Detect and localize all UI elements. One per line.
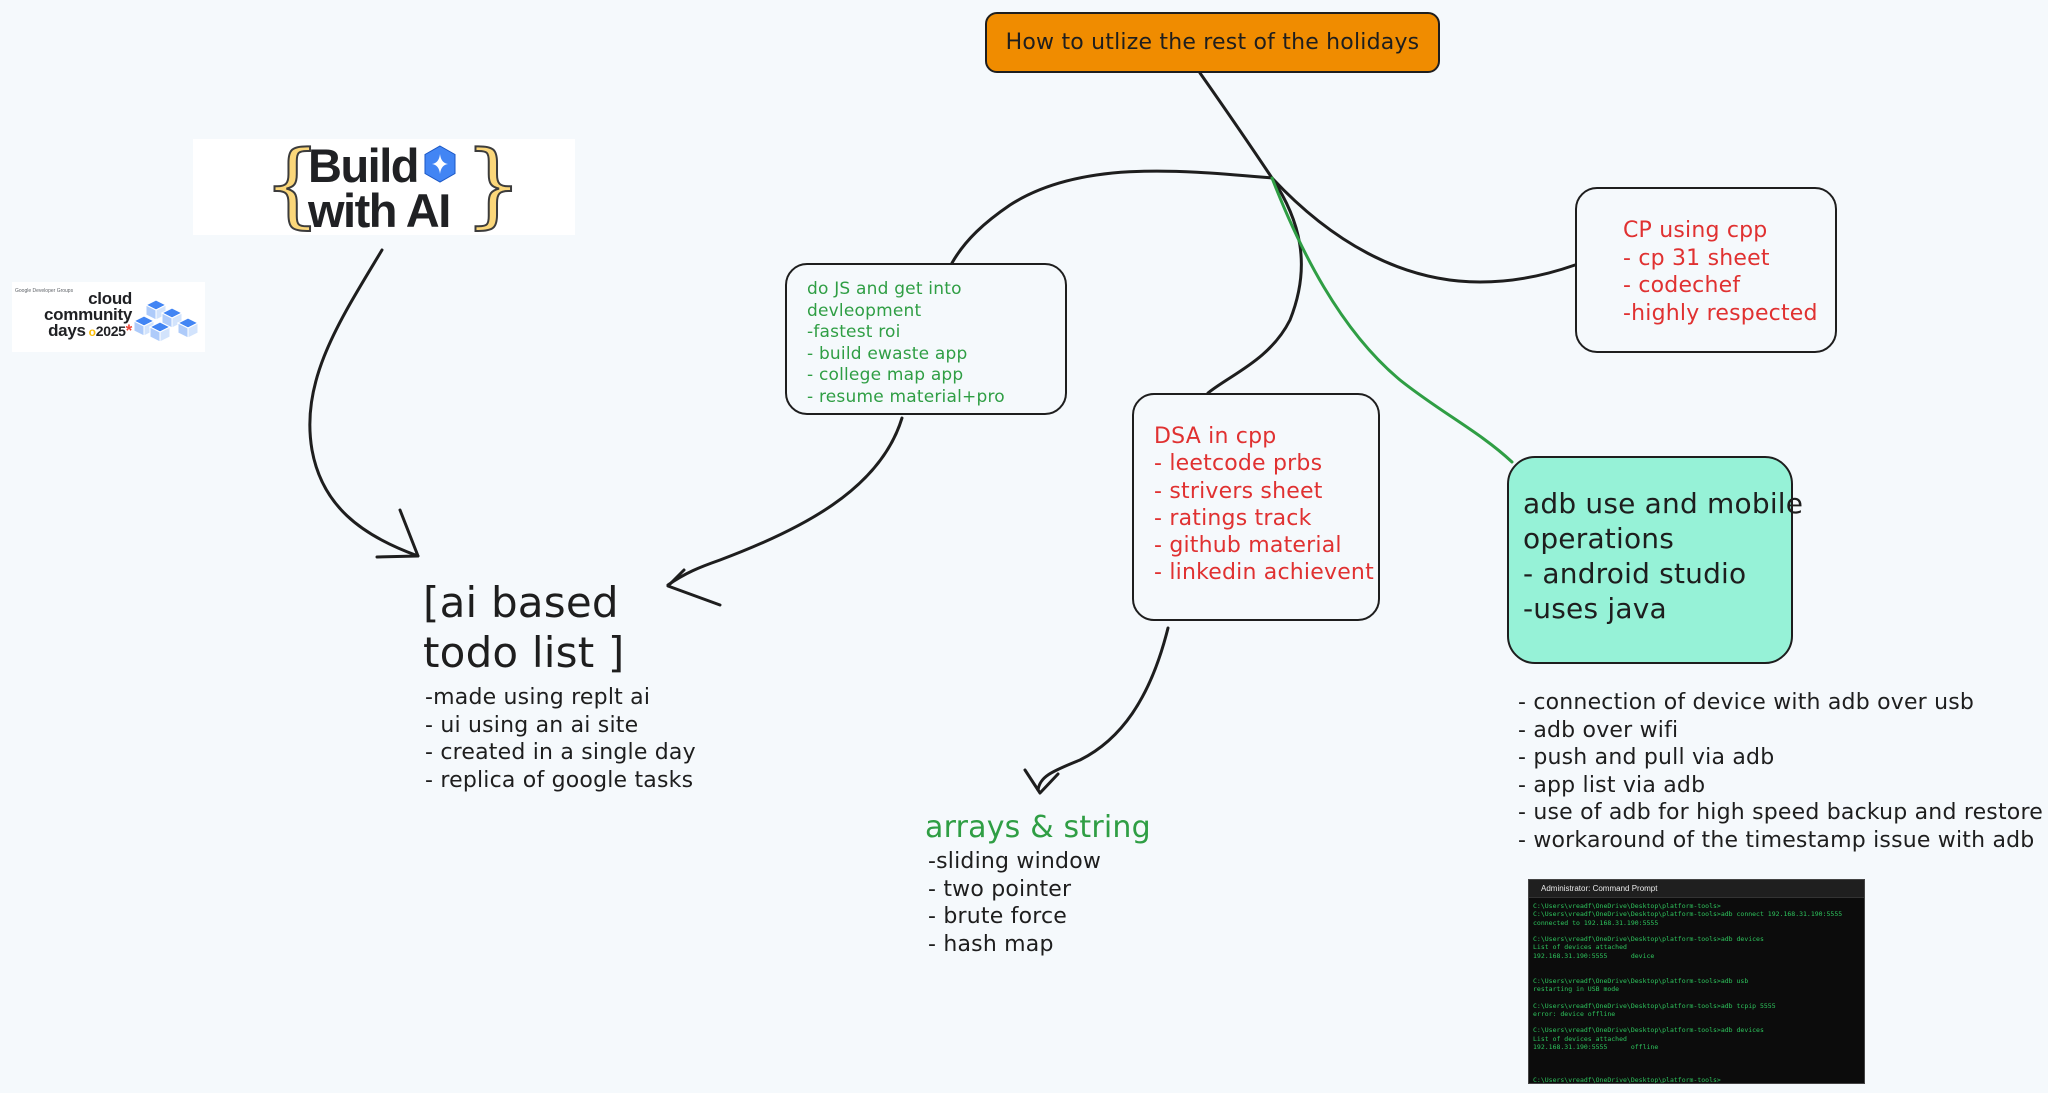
dsa-line: - strivers sheet [1154,478,1323,504]
adb-line: operations [1523,522,1675,555]
adb-note: - use of adb for high speed backup and r… [1518,800,2043,825]
terminal-line: List of devices attached [1533,1034,1627,1043]
adb-line: -uses java [1523,592,1667,625]
terminal-line: C:\Users\vreadf\OneDrive\Desktop\platfor… [1533,910,1843,919]
title-text: How to utlize the rest of the holidays [1005,30,1420,55]
terminal-line: C:\Users\vreadf\OneDrive\Desktop\platfor… [1533,935,1764,944]
todo-title-line: [ai based [423,578,619,627]
adb-line: - android studio [1523,557,1747,590]
arrays-string-title[interactable]: arrays & string [925,810,1151,845]
left-brace-icon: { [262,131,323,238]
terminal-line: 192.168.31.190:5555 device [1533,951,1655,960]
js-line: - build ewaste app [807,343,968,364]
todo-title-line: todo list ] [423,628,625,677]
terminal-line: C:\Users\vreadf\OneDrive\Desktop\platfor… [1533,1026,1764,1035]
terminal-line [1533,960,1860,968]
cp-line: - codechef [1623,273,1741,298]
cp-line: - cp 31 sheet [1623,245,1770,271]
right-brace-icon: } [463,131,524,238]
title-node[interactable]: How to utlize the rest of the holidays [985,12,1440,73]
arrow-dsa-to-arrays [1036,626,1170,792]
terminal-line [1533,1051,1860,1059]
isometric-cubes-icon [132,299,200,343]
terminal-line [1533,1018,1860,1026]
js-development-node[interactable]: do JS and get into devleopment -fastest … [785,263,1067,415]
terminal-line: connected to 192.168.31.190:5555 [1533,918,1659,927]
arrowhead-dsa-to-arrays [1023,768,1060,795]
terminal-output: C:\Users\vreadf\OneDrive\Desktop\platfor… [1529,898,1864,1084]
js-line: devleopment [807,300,922,321]
arrays-note: - hash map [928,931,1054,957]
connector-to-cp [1270,176,1577,284]
adb-note: - workaround of the timestamp issue with… [1518,827,2035,853]
adb-note: - push and pull via adb [1518,745,1775,770]
terminal-line [1533,993,1860,1001]
js-line: - college map app [807,365,964,385]
adb-note: - app list via adb [1518,772,1706,798]
gdg-small-label: Google Developer Groups [15,288,74,294]
terminal-line: 192.168.31.190:5555 offline [1533,1043,1659,1052]
js-line: do JS and get into [807,279,962,299]
adb-notes[interactable]: - connection of device with adb over usb… [1518,689,2043,854]
dsa-line: - linkedin achievent [1154,560,1374,586]
ccd-line-cloud: cloud [88,289,132,308]
connector-title-trunk [1198,71,1274,180]
terminal-line: error: device offline [1533,1009,1616,1018]
arrays-string-notes[interactable]: -sliding window - two pointer - brute fo… [928,848,1101,958]
connector-to-js [950,169,1274,265]
dsa-node[interactable]: DSA in cpp - leetcode prbs - strivers sh… [1132,393,1380,621]
dsa-line: - leetcode prbs [1154,451,1323,477]
dsa-line: - github material [1154,533,1342,559]
todo-note: - ui using an ai site [425,712,639,738]
adb-note: - adb over wifi [1518,717,1679,743]
todo-note: -made using replt ai [425,685,651,710]
dsa-line: DSA in cpp [1154,424,1277,449]
arrowhead-build-to-todo [375,508,420,559]
cp-line: -highly respected [1623,300,1818,326]
terminal-line [1533,927,1860,935]
js-line: -fastest roi [807,322,901,342]
terminal-line [1533,1068,1860,1076]
ccd-line-days: days [48,321,86,340]
adb-line: adb use and mobile [1523,487,1804,520]
terminal-line: C:\Users\vreadf\OneDrive\Desktop\platfor… [1533,902,1721,910]
arrays-note: -sliding window [928,849,1102,874]
terminal-line: List of devices attached [1533,943,1627,952]
arrays-note: - two pointer [928,876,1072,902]
command-prompt-screenshot[interactable]: Administrator: Command Prompt C:\Users\v… [1528,879,1865,1084]
arrays-note: - brute force [928,904,1068,929]
adb-node[interactable]: adb use and mobile operations - android … [1507,456,1804,664]
terminal-line: C:\Users\vreadf\OneDrive\Desktop\platfor… [1533,976,1749,985]
terminal-line: C:\Users\vreadf\OneDrive\Desktop\platfor… [1533,1076,1725,1084]
gemini-gem-icon [424,145,456,183]
ccd-year: 2025 [95,323,126,339]
logo-line-build: Build [308,139,419,192]
js-line: - resume material+pro [807,386,1005,407]
connector-to-dsa [1206,176,1303,395]
terminal-title: Administrator: Command Prompt [1541,884,1658,893]
todo-note: - created in a single day [425,740,696,765]
todo-note: - replica of google tasks [425,767,694,793]
cloud-community-days-logo[interactable]: Google Developer Groups cloud community … [12,282,205,352]
connector-to-adb [1270,176,1514,464]
arrow-build-to-todo [308,248,420,558]
terminal-line: restarting in USB mode [1533,984,1620,993]
todo-list-notes[interactable]: -made using replt ai - ui using an ai si… [425,684,696,794]
build-with-ai-logo[interactable]: { } Build with AI [193,131,575,238]
terminal-line [1533,1060,1860,1068]
todo-list-title[interactable]: [ai based todo list ] [423,578,625,678]
arrow-js-to-todo [666,416,904,587]
terminal-line [1533,968,1860,976]
adb-note: - connection of device with adb over usb [1518,690,1975,715]
dsa-line: - ratings track [1154,505,1312,531]
cp-node[interactable]: CP using cpp - cp 31 sheet - codechef -h… [1575,187,1837,353]
logo-line-with-ai: with AI [308,184,451,237]
terminal-titlebar: Administrator: Command Prompt [1529,880,1864,898]
arrowhead-js-to-todo [666,568,722,607]
terminal-line: C:\Users\vreadf\OneDrive\Desktop\platfor… [1533,1001,1776,1010]
ccd-line-community: community [44,305,132,324]
cp-line: CP using cpp [1623,218,1768,243]
